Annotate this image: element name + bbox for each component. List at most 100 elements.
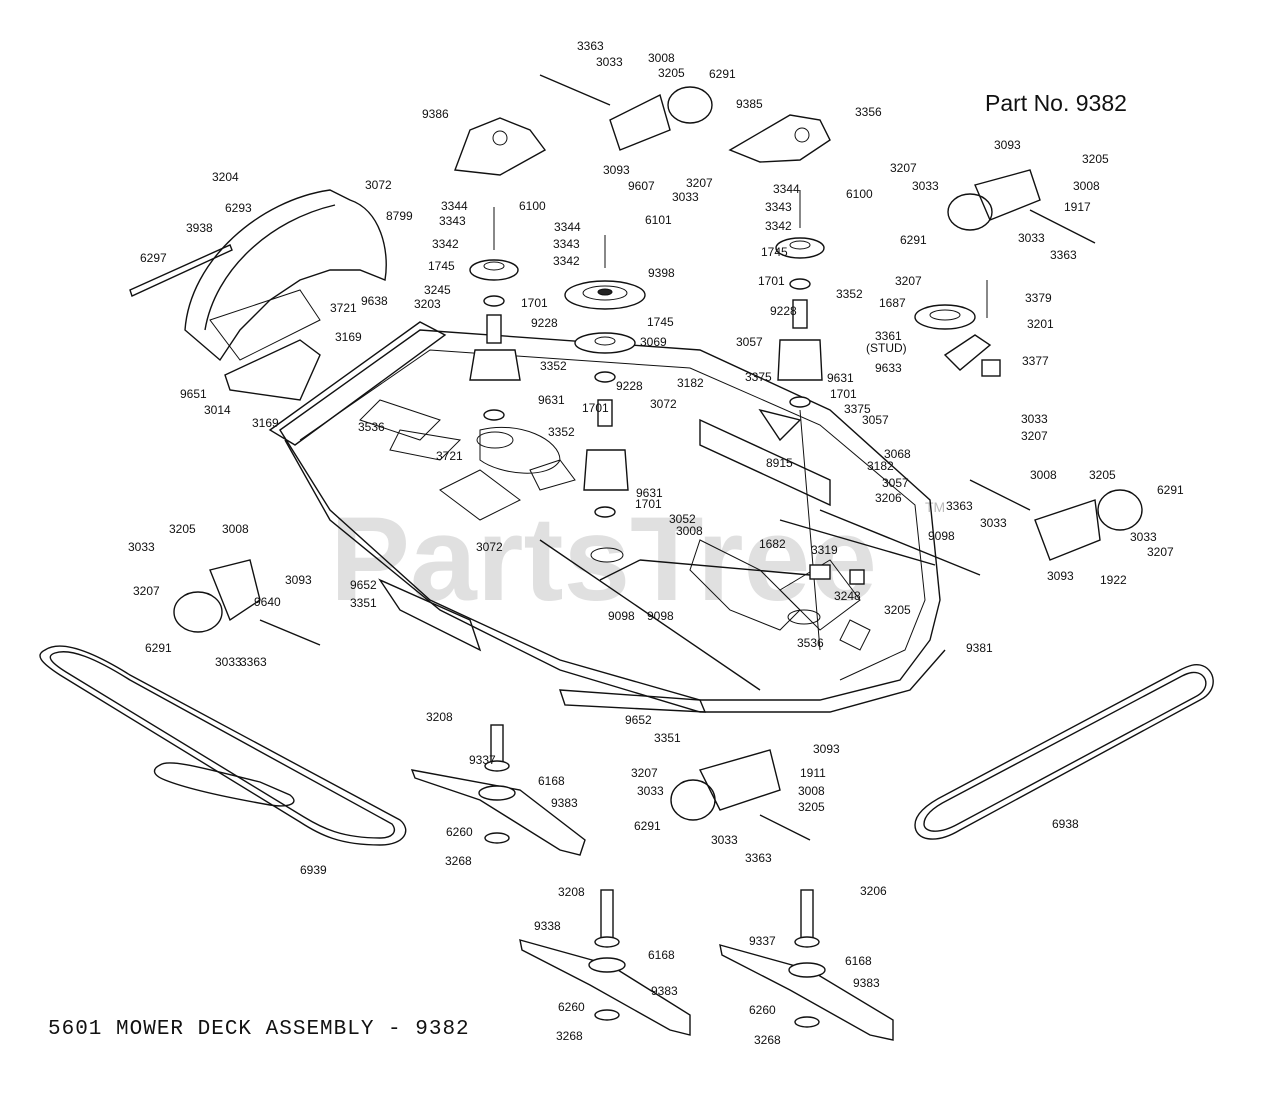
part-callout: 9228 [770, 304, 797, 318]
part-callout: 9383 [651, 984, 678, 998]
gauge-wheel-top [539, 74, 713, 151]
part-callout: 3207 [890, 161, 917, 175]
blade-right [719, 889, 894, 1041]
belt-6939 [39, 645, 407, 846]
part-callout: 6260 [749, 1003, 776, 1017]
part-callout: 6168 [845, 954, 872, 968]
part-callout: 9383 [551, 796, 578, 810]
part-callout: 3093 [813, 742, 840, 756]
part-callout: 1701 [830, 387, 857, 401]
part-callout: 3205 [1089, 468, 1116, 482]
part-callout: 3008 [798, 784, 825, 798]
part-callout: (STUD) [866, 341, 907, 355]
part-callout: 3344 [554, 220, 581, 234]
part-callout: 9640 [254, 595, 281, 609]
part-callout: 3204 [212, 170, 239, 184]
part-callout: 3033 [596, 55, 623, 69]
part-callout: 3361 [875, 329, 902, 343]
part-callout: 6168 [648, 948, 675, 962]
part-callout: 3093 [603, 163, 630, 177]
part-callout: 3938 [186, 221, 213, 235]
part-callout: 9631 [827, 371, 854, 385]
part-callout: 3268 [556, 1029, 583, 1043]
part-callout: 3375 [844, 402, 871, 416]
part-callout: 9385 [736, 97, 763, 111]
part-callout: 1682 [759, 537, 786, 551]
part-callout: 3536 [358, 420, 385, 434]
part-callout: 3008 [676, 524, 703, 538]
part-callout: 3721 [330, 301, 357, 315]
spindle-left [469, 207, 521, 421]
part-callout: 1701 [635, 497, 662, 511]
part-callout: 1745 [428, 259, 455, 273]
part-callout: 9652 [625, 713, 652, 727]
part-callout: 3351 [654, 731, 681, 745]
part-callout: 3057 [736, 335, 763, 349]
part-callout: 3344 [441, 199, 468, 213]
part-callout: 9337 [749, 934, 776, 948]
part-callout: 3207 [1147, 545, 1174, 559]
part-callout: 9398 [648, 266, 675, 280]
part-callout: 3033 [980, 516, 1007, 530]
part-callout: 6291 [634, 819, 661, 833]
part-callout: 3093 [994, 138, 1021, 152]
part-callout: 3377 [1022, 354, 1049, 368]
part-callout: 6291 [1157, 483, 1184, 497]
part-callout: 8799 [386, 209, 413, 223]
part-callout: 3363 [240, 655, 267, 669]
part-callout: 6939 [300, 863, 327, 877]
part-callout: 3207 [1021, 429, 1048, 443]
part-callout: 9631 [538, 393, 565, 407]
part-callout: 3068 [884, 447, 911, 461]
part-callout: 9652 [350, 578, 377, 592]
part-callout: 1745 [761, 245, 788, 259]
part-callout: 3033 [215, 655, 242, 669]
part-callout: 3245 [424, 283, 451, 297]
part-callout: 3342 [553, 254, 580, 268]
part-callout: 1701 [521, 296, 548, 310]
part-callout: 3343 [439, 214, 466, 228]
part-callout: 3205 [658, 66, 685, 80]
part-callout: 9386 [422, 107, 449, 121]
part-callout: 3352 [836, 287, 863, 301]
part-callout: 3072 [365, 178, 392, 192]
part-callout: 3379 [1025, 291, 1052, 305]
part-callout: 3352 [548, 425, 575, 439]
part-callout: 3203 [414, 297, 441, 311]
front-baffles [454, 114, 831, 176]
part-callout: 3343 [553, 237, 580, 251]
gauge-wheel-right [969, 479, 1143, 561]
part-callout: 6291 [709, 67, 736, 81]
part-callout: 3208 [558, 885, 585, 899]
part-callout: 6297 [140, 251, 167, 265]
part-callout: 3072 [476, 540, 503, 554]
part-callout: 3205 [169, 522, 196, 536]
blade-left [410, 724, 586, 856]
watermark-tm: TM [925, 499, 945, 515]
part-callout: 3356 [855, 105, 882, 119]
part-callout: 1911 [800, 766, 826, 780]
part-callout: 3093 [1047, 569, 1074, 583]
part-callout: 3033 [1021, 412, 1048, 426]
part-callout: 3268 [445, 854, 472, 868]
part-callout: 3014 [204, 403, 231, 417]
part-callout: 3344 [773, 182, 800, 196]
part-callout: 3248 [834, 589, 861, 603]
part-callout: 1745 [647, 315, 674, 329]
part-callout: 3201 [1027, 317, 1054, 331]
left-shroud [129, 189, 387, 401]
part-callout: 6291 [900, 233, 927, 247]
part-callout: 6100 [519, 199, 546, 213]
part-callout: 9098 [928, 529, 955, 543]
part-callout: 3343 [765, 200, 792, 214]
part-callout: 1687 [879, 296, 906, 310]
idler-pulley [914, 280, 1001, 377]
part-callout: 3352 [540, 359, 567, 373]
part-callout: 3033 [128, 540, 155, 554]
part-callout: 3207 [133, 584, 160, 598]
part-callout: 9607 [628, 179, 655, 193]
part-callout: 3093 [285, 573, 312, 587]
part-callout: 3033 [711, 833, 738, 847]
part-callout: 3363 [946, 499, 973, 513]
